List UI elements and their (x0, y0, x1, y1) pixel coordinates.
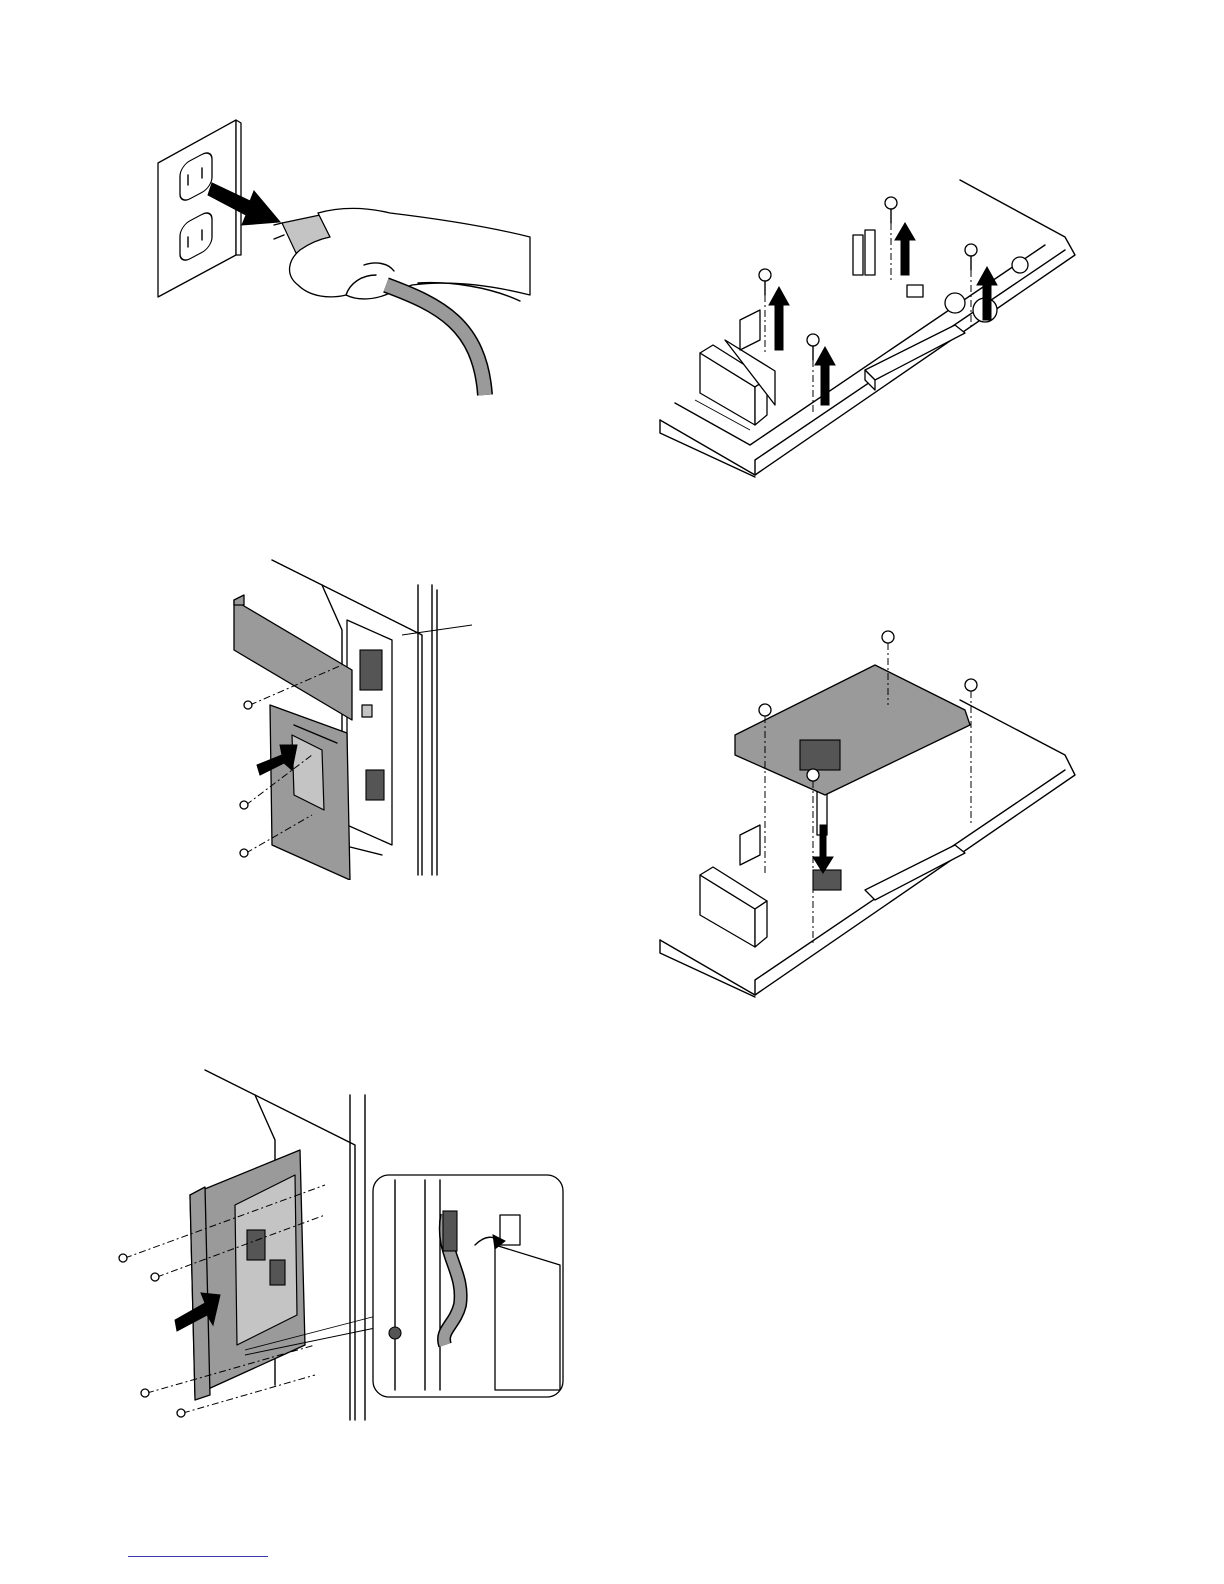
install-board-illustration (655, 625, 1085, 1000)
remove-board-screws-illustration (655, 175, 1085, 480)
unplug-power-cord-illustration (150, 115, 540, 400)
remove-controller-unit-illustration (115, 1065, 565, 1425)
remove-rear-cover-figure (232, 555, 477, 880)
install-board-figure (655, 625, 1085, 1000)
footer-rule (128, 1556, 268, 1557)
unplug-power-cord-figure (150, 115, 540, 400)
remove-rear-cover-illustration (232, 555, 477, 880)
remove-board-screws-figure (655, 175, 1085, 480)
remove-controller-unit-figure (115, 1065, 565, 1425)
